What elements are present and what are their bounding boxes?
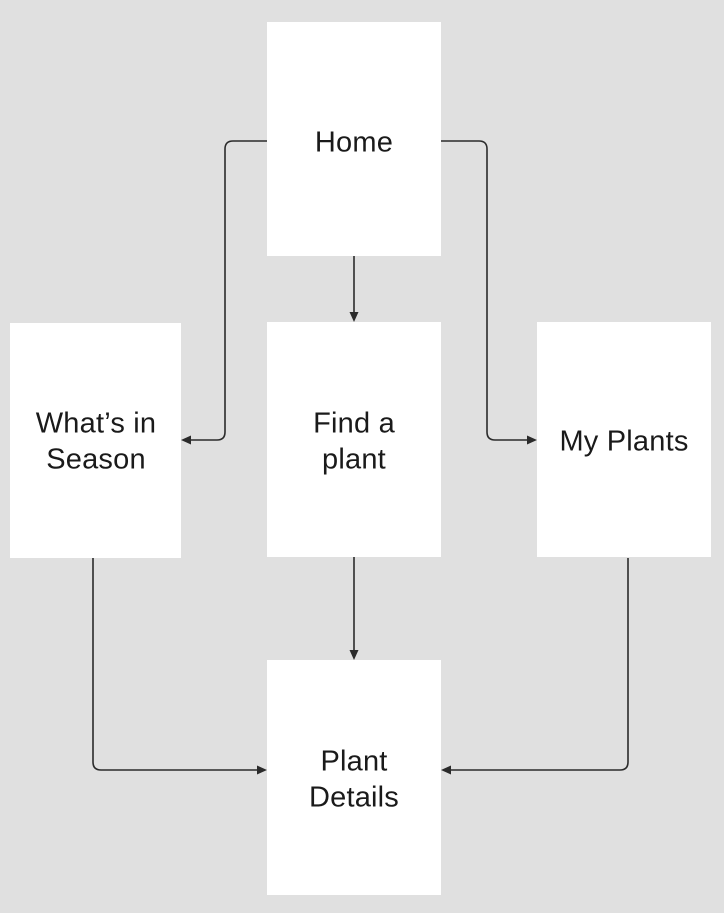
arrow-head-icon [527, 435, 537, 445]
node-label-my-plants: My Plants [559, 426, 688, 458]
edge-path [441, 140, 530, 441]
edge-home-to-whats-in-season [181, 140, 267, 445]
arrow-head-icon [257, 765, 267, 775]
edge-whats-in-season-to-plant-details [92, 558, 267, 775]
node-plant-details[interactable]: Plant Details [267, 660, 441, 895]
node-box[interactable] [267, 660, 441, 895]
edge-path [92, 558, 260, 771]
node-find-a-plant[interactable]: Find a plant [267, 322, 441, 557]
arrow-head-icon [349, 650, 359, 660]
edge-my-plants-to-plant-details [441, 558, 629, 775]
edge-home-to-find-a-plant [349, 256, 359, 322]
node-box[interactable] [267, 322, 441, 557]
arrow-head-icon [349, 312, 359, 322]
node-my-plants[interactable]: My Plants [537, 322, 711, 557]
node-box[interactable] [10, 323, 181, 558]
edge-path [188, 140, 267, 441]
node-label-find-a-plant-line2: plant [322, 444, 386, 476]
edge-find-a-plant-to-plant-details [349, 557, 359, 660]
node-label-whats-in-season-line1: What’s in [36, 408, 157, 440]
node-home[interactable]: Home [267, 22, 441, 256]
node-box[interactable] [537, 322, 711, 557]
arrow-head-icon [181, 435, 191, 445]
node-label-home: Home [315, 127, 393, 159]
node-label-plant-details-line2: Details [309, 782, 399, 814]
node-whats-in-season[interactable]: What’s in Season [10, 323, 181, 558]
arrow-head-icon [441, 765, 451, 775]
node-label-plant-details-line1: Plant [320, 746, 387, 778]
edge-path [448, 558, 629, 771]
node-box[interactable] [267, 22, 441, 256]
node-label-find-a-plant-line1: Find a [313, 408, 395, 440]
edge-home-to-my-plants [441, 140, 537, 445]
node-label-whats-in-season-line2: Season [46, 444, 146, 476]
